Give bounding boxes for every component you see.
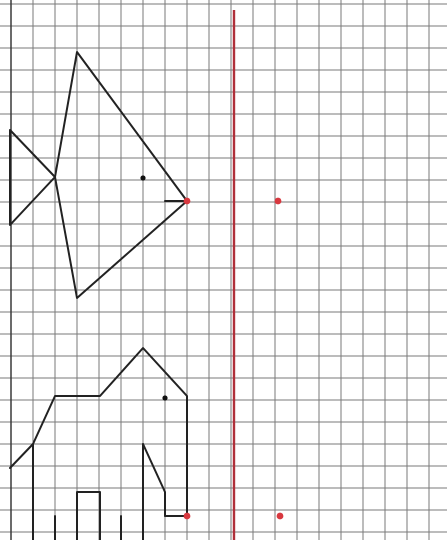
elephant-reflection-point (276, 512, 284, 520)
elephant-trunk-point (183, 512, 191, 520)
fish-mouth-point (183, 197, 191, 205)
reference-marks (183, 10, 284, 540)
elephant-eye (162, 395, 168, 401)
elephant-middle-leg-outline (76, 491, 101, 540)
elephant-trunk-outline (142, 443, 166, 517)
fish-tail-outline (9, 129, 56, 226)
fish-reflection-point (274, 197, 282, 205)
elephant-back-outline (9, 347, 188, 517)
fish-eye (140, 175, 146, 181)
